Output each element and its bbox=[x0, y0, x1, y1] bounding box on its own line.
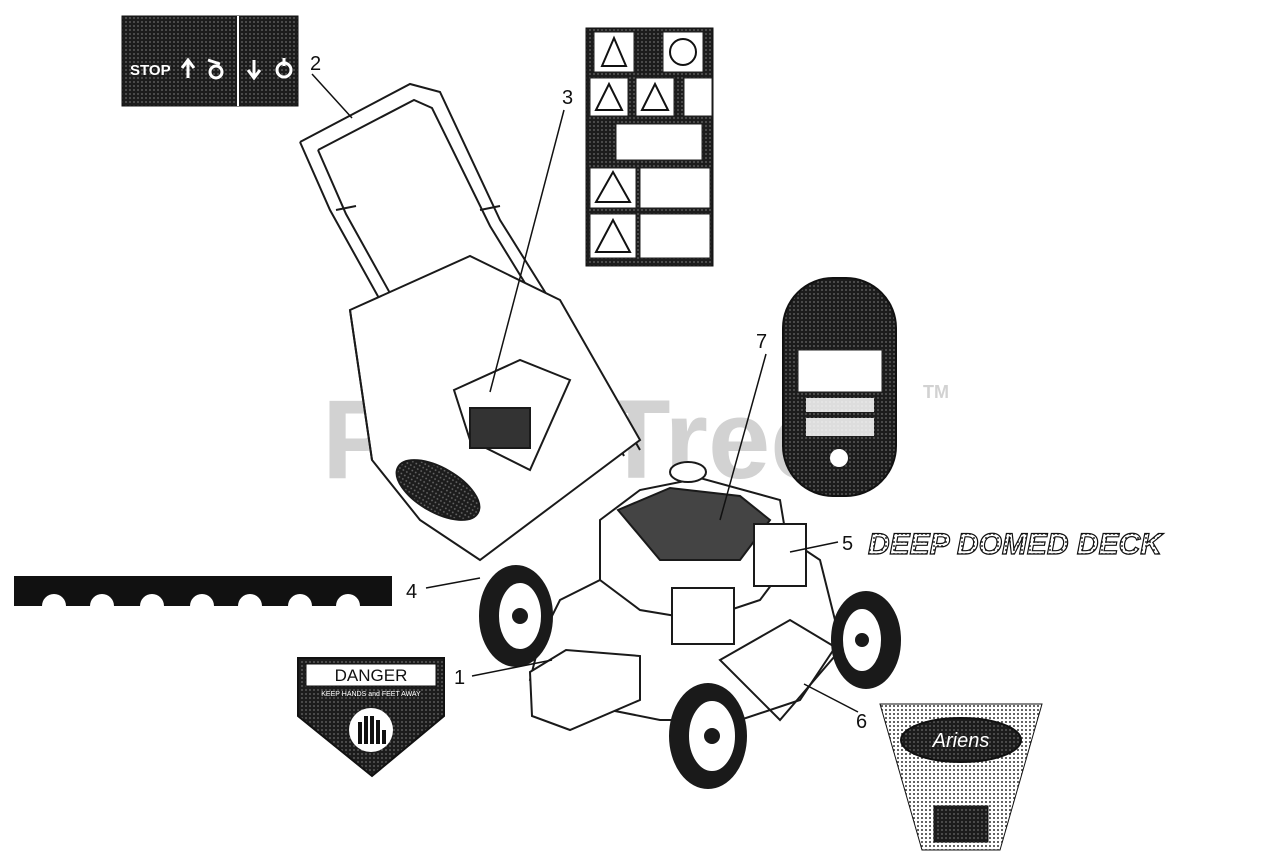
stop-label: STOP bbox=[130, 62, 171, 79]
danger-heading: DANGER bbox=[335, 666, 408, 685]
warning-triangle-icon bbox=[594, 35, 670, 253]
front-wheel-right bbox=[831, 591, 901, 689]
deep-deck-text: DEEP DOMED DECK bbox=[868, 528, 1164, 561]
leader-lines bbox=[311, 73, 859, 713]
brand-pennant-decal: Ariens bbox=[879, 703, 1043, 851]
callout-5: 5 bbox=[842, 533, 853, 555]
callout-7: 7 bbox=[756, 331, 767, 353]
callout-6: 6 bbox=[856, 711, 867, 733]
callout-3: 3 bbox=[562, 87, 573, 109]
brand-logo: Ariens bbox=[932, 730, 990, 752]
stop-arrow-up-icon bbox=[180, 57, 196, 78]
arrow-down-icon bbox=[246, 60, 262, 81]
callout-2: 2 bbox=[310, 53, 321, 75]
watermark-tm: TM bbox=[923, 382, 949, 402]
deep-domed-deck-decal: DEEP DOMED DECK bbox=[867, 527, 1164, 561]
ignition-icon bbox=[207, 58, 224, 80]
callout-1: 1 bbox=[454, 667, 465, 689]
mower-drawing bbox=[299, 82, 901, 789]
callout-numbers: 1 2 3 4 5 6 7 bbox=[310, 53, 867, 733]
callout-4: 4 bbox=[406, 581, 417, 603]
hand-hazard-icon bbox=[349, 708, 393, 752]
danger-decal: DANGER KEEP HANDS and FEET AWAY bbox=[297, 657, 445, 778]
height-scale-decal bbox=[14, 576, 392, 606]
control-decal: STOP bbox=[121, 15, 299, 107]
rear-wheel-left bbox=[479, 565, 553, 667]
danger-subtext: KEEP HANDS and FEET AWAY bbox=[321, 691, 421, 698]
front-wheel-left bbox=[669, 683, 747, 789]
engine-oval-decal bbox=[782, 277, 897, 497]
choke-icon bbox=[275, 58, 293, 79]
safety-decal bbox=[585, 27, 714, 267]
